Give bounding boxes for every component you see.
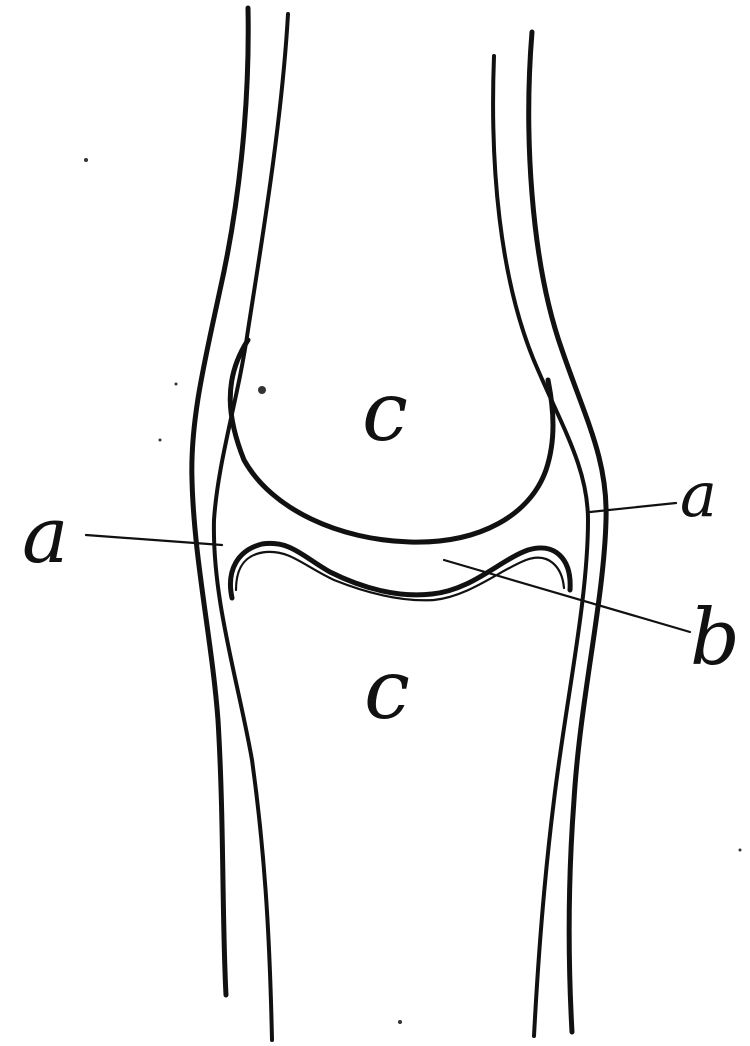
leader-line-a-left: [86, 535, 222, 545]
speck: [739, 849, 742, 852]
label-upper-bone: c: [362, 365, 408, 460]
label-joint-cavity: b: [690, 593, 740, 683]
leader-line-a-right: [590, 503, 676, 512]
label-lower-bone: c: [364, 643, 410, 738]
left-outer-contour: [192, 8, 248, 995]
label-synovial-membrane-left: a: [22, 491, 69, 581]
speck: [175, 383, 178, 386]
lower-bone-end: [230, 543, 570, 598]
speck: [398, 1020, 402, 1024]
speck: [159, 439, 162, 442]
right-outer-contour: [529, 32, 606, 1032]
speck: [84, 158, 88, 162]
label-synovial-membrane-right: a: [680, 458, 717, 531]
speck: [258, 386, 266, 394]
